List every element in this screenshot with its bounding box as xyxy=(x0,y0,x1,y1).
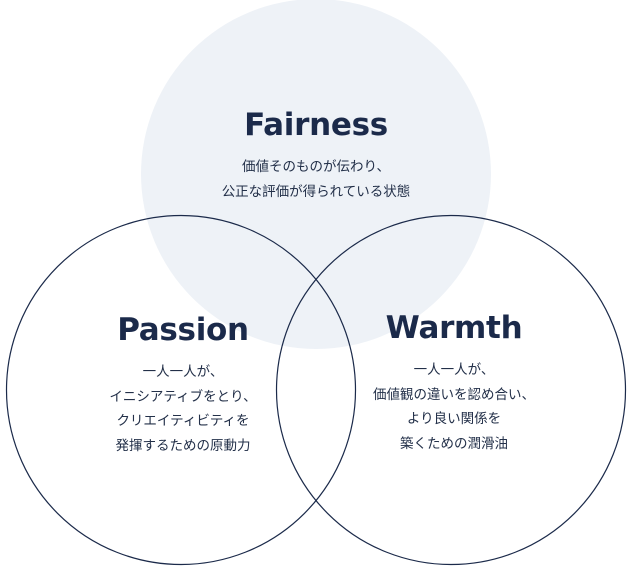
fairness-description: 価値そのものが伝わり、 公正な評価が得られている状態 xyxy=(166,155,466,204)
warmth-line: 一人一人が、 xyxy=(413,362,495,378)
passion-title: Passion xyxy=(117,312,249,348)
passion-description: 一人一人が、 イニシアティブをとり、 クリエイティビティを 発揮するための原動力 xyxy=(33,360,333,458)
warmth-line: 価値観の違いを認め合い、 xyxy=(373,386,535,403)
fairness-block: Fairness 価値そのものが伝わり、 公正な評価が得られている状態 xyxy=(166,110,466,204)
passion-line: クリエイティビティを xyxy=(116,413,250,429)
warmth-line: 築くための潤滑油 xyxy=(400,435,508,452)
passion-circle xyxy=(5,214,357,566)
fairness-title: Fairness xyxy=(244,107,388,143)
passion-line: 一人一人が、 xyxy=(142,364,224,380)
warmth-circle xyxy=(275,214,627,566)
fairness-line: 公正な評価が得られている状態 xyxy=(221,183,411,200)
fairness-circle xyxy=(141,0,491,349)
warmth-block: Warmth 一人一人が、 価値観の違いを認め合い、 より良い関係を 築くための… xyxy=(304,313,604,456)
passion-line: 発揮するための原動力 xyxy=(115,437,251,454)
passion-line: イニシアティブをとり、 xyxy=(109,388,257,405)
warmth-line: より良い関係を xyxy=(406,411,502,427)
warmth-title: Warmth xyxy=(385,310,523,346)
warmth-description: 一人一人が、 価値観の違いを認め合い、 より良い関係を 築くための潤滑油 xyxy=(304,358,604,456)
fairness-line: 価値そのものが伝わり、 xyxy=(242,159,390,175)
passion-block: Passion 一人一人が、 イニシアティブをとり、 クリエイティビティを 発揮… xyxy=(33,315,333,458)
